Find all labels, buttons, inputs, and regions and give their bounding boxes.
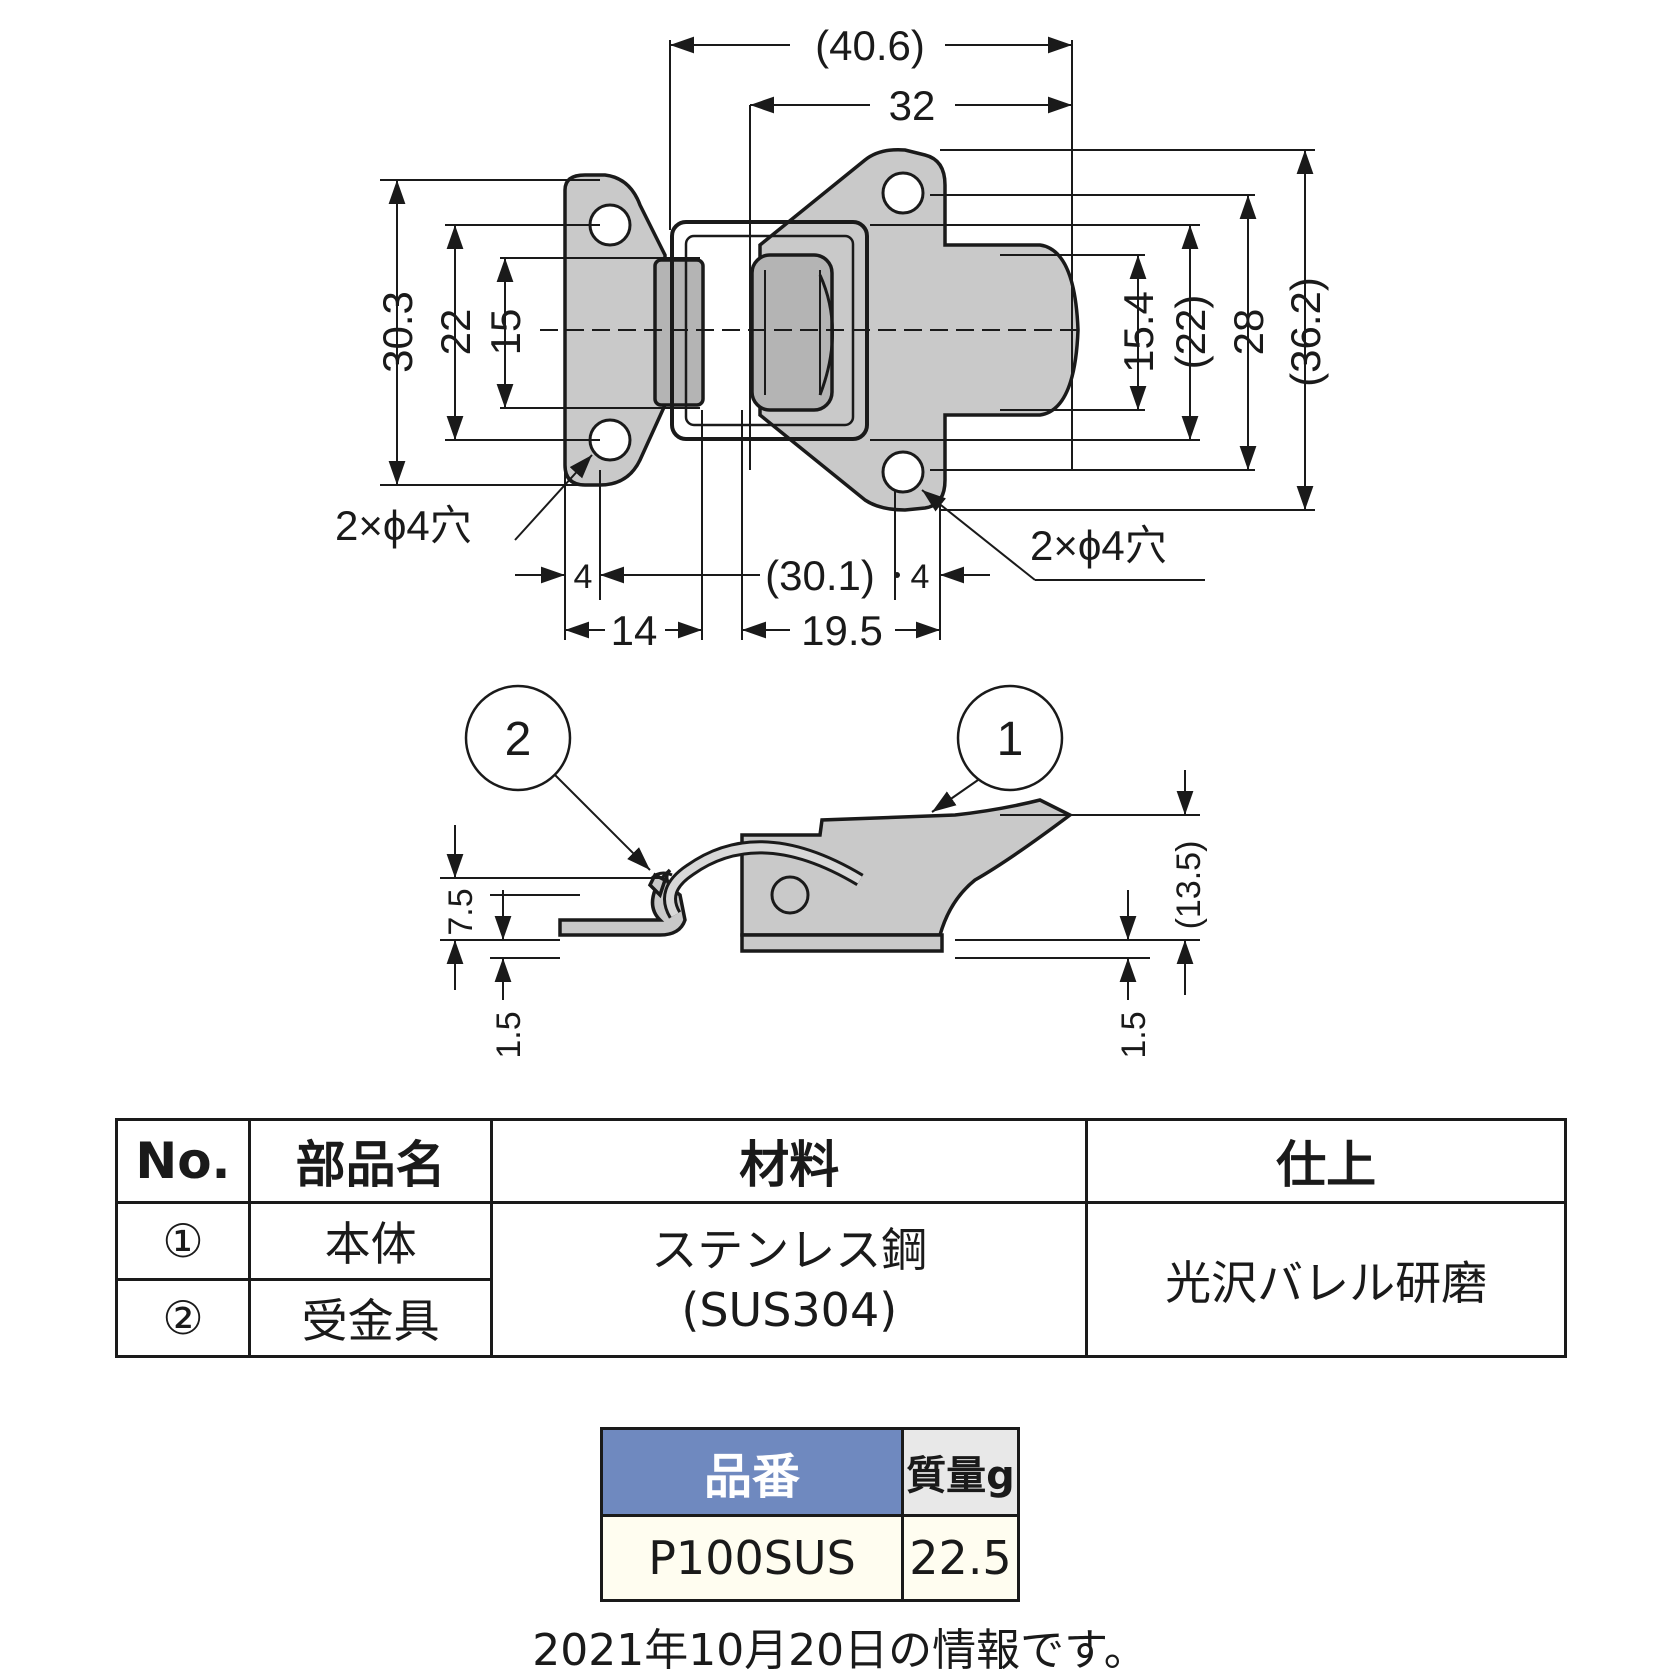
side-receiver-hook [650,871,673,880]
dim-body-width: 32 [889,82,936,129]
side-receiver [558,868,687,937]
dim-h-30-3: 30.3 [374,291,421,373]
spec-header-row: 品番 質量g [600,1427,1020,1517]
dim-h-13-5: (13.5) [1170,841,1208,930]
header-weight: 質量g [901,1427,1020,1517]
material-line-2: (SUS304) [681,1282,898,1337]
hole-note-right: 2×ϕ4穴 [1030,522,1167,569]
technical-drawing: (40.6) 32 30.3 22 15 15.4 (22) 28 (36.2)… [335,22,1329,1059]
dim-h-28: 28 [1225,309,1272,356]
header-no: No. [115,1118,251,1204]
table-row: ② 受金具 [115,1278,1566,1358]
footnote: 2021年10月20日の情報です。 [532,1625,1148,1676]
header-part-number: 品番 [600,1427,904,1517]
callout-2-circle [464,684,572,792]
dim-h-36-2: (36.2) [1282,277,1329,387]
dim-h-1-5-left: 1.5 [490,1011,528,1058]
table-row: P100SUS 22.5 [600,1514,1020,1602]
header-material: 材料 [490,1118,1089,1204]
body-hole-bottom [881,450,925,494]
dim-w-4-left: 4 [574,558,593,596]
dim-w-4-right: 4 [911,558,930,596]
dim-overall-width: (40.6) [815,22,925,69]
header-part-name: 部品名 [247,1118,494,1204]
dim-h-7-5: 7.5 [442,888,480,935]
row-1-name: 本体 [247,1201,494,1281]
top-view: (40.6) 32 30.3 22 15 15.4 (22) 28 (36.2)… [335,22,1329,654]
material-cell: ステンレス鋼 (SUS304) [490,1201,1089,1358]
material-line-1: ステンレス鋼 [651,1222,928,1277]
side-base [740,933,944,953]
dim-h-22-paren: (22) [1167,295,1214,370]
dim-w-30-1: (30.1) [765,552,875,599]
row-2-name: 受金具 [247,1278,494,1358]
header-finish: 仕上 [1085,1118,1567,1204]
part-number: P100SUS [600,1514,904,1602]
side-view: 2 1 7.5 1.5 (13.5) 1.5 [440,684,1208,1059]
receiver-hook [653,258,705,407]
callout-1-circle [956,684,1064,792]
weight: 22.5 [901,1514,1020,1602]
hinge-curl [818,274,834,396]
dim-w-14: 14 [611,607,658,654]
dim-w-19-5: 19.5 [801,607,883,654]
row-2-no: ② [115,1278,251,1358]
row-1-no: ① [115,1201,251,1281]
parts-table: No. 部品名 材料 仕上 ① 本体 ステンレス鋼 (SUS304) 光沢バレル… [115,1118,1567,1358]
parts-table-header-row: No. 部品名 材料 仕上 [115,1118,1567,1204]
spec-table: 品番 質量g P100SUS 22.5 [600,1427,1020,1602]
callout-2: 2 [505,713,532,766]
dim-h-15: 15 [482,309,529,356]
table-row: ① 本体 ステンレス鋼 (SUS304) 光沢バレル研磨 [115,1201,1567,1358]
dim-h-15-4: 15.4 [1115,291,1162,373]
dim-h-1-5-right: 1.5 [1115,1011,1153,1058]
side-body [740,798,1074,937]
hole-note-left: 2×ϕ4穴 [335,502,472,549]
dim-h-22: 22 [432,309,479,356]
body-hole-top [881,171,925,215]
callout-1: 1 [997,713,1024,766]
finish-cell: 光沢バレル研磨 [1085,1201,1567,1358]
